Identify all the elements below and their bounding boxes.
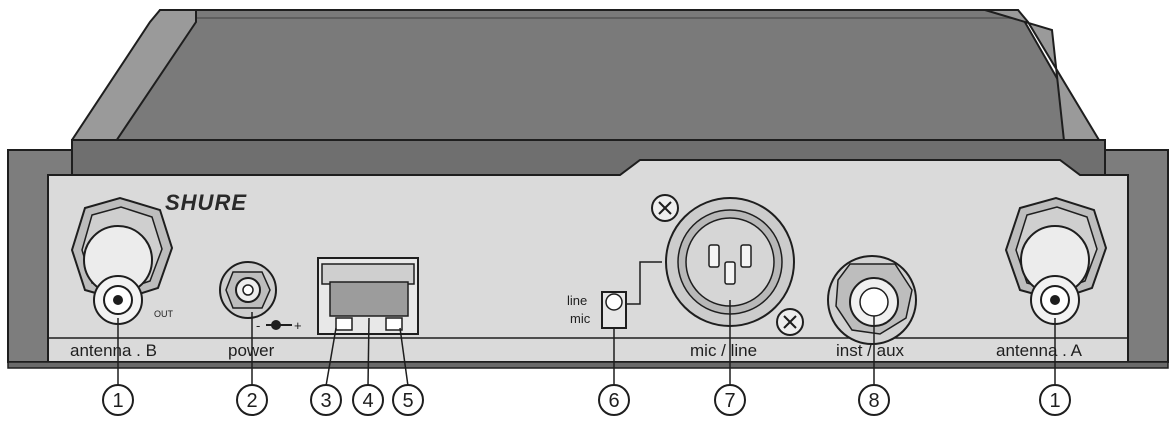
inst-aux-label: inst / aux	[836, 341, 905, 360]
bottom-foot	[7, 361, 1169, 369]
leader-line-4	[367, 317, 370, 387]
svg-text:3: 3	[320, 390, 331, 412]
xlr-connector[interactable]	[665, 197, 795, 327]
ethernet-led-right	[385, 317, 403, 331]
svg-text:5: 5	[402, 390, 413, 412]
callout-7: 7	[714, 384, 746, 416]
brand-logo: SHURE	[165, 190, 247, 215]
svg-text:7: 7	[724, 390, 735, 412]
svg-text:1: 1	[1049, 390, 1060, 412]
inst-aux-jack[interactable]	[827, 255, 917, 345]
power-jack[interactable]	[219, 261, 277, 319]
callout-5: 5	[392, 384, 424, 416]
callout-1-right: 1	[1039, 384, 1071, 416]
svg-text:6: 6	[608, 390, 619, 412]
leader-lines	[117, 300, 1056, 387]
callout-2: 2	[236, 384, 268, 416]
power-polarity-icon: - +	[256, 318, 302, 333]
svg-text:8: 8	[868, 390, 879, 412]
xlr-screw-bottom-icon	[776, 308, 804, 336]
callout-4: 4	[352, 384, 384, 416]
chassis-top	[70, 9, 1100, 151]
ethernet-port[interactable]	[317, 257, 419, 335]
svg-text:2: 2	[246, 390, 257, 412]
svg-text:+: +	[294, 318, 302, 333]
leader-line-5	[399, 327, 409, 387]
antenna-b-connector[interactable]	[70, 196, 174, 325]
switch-mic-label: mic	[570, 311, 591, 326]
antenna-a-connector[interactable]	[1004, 196, 1108, 325]
callout-1-left: 1	[102, 384, 134, 416]
antenna-b-out-label: OUT	[154, 309, 174, 319]
xlr-screw-top-icon	[651, 194, 679, 222]
switch-line-label: line	[567, 293, 587, 308]
svg-text:-: -	[256, 318, 260, 333]
svg-text:1: 1	[112, 390, 123, 412]
ethernet-led-left	[335, 317, 353, 331]
callout-8: 8	[858, 384, 890, 416]
antenna-a-label: antenna . A	[996, 341, 1083, 360]
leader-line-3	[325, 327, 337, 387]
callout-3: 3	[310, 384, 342, 416]
svg-text:4: 4	[362, 390, 373, 412]
mic-line-label: mic / line	[690, 341, 757, 360]
callout-6: 6	[598, 384, 630, 416]
line-mic-switch[interactable]	[601, 291, 627, 329]
switch-connector-line	[626, 261, 662, 305]
antenna-b-label: antenna . B	[70, 341, 157, 360]
